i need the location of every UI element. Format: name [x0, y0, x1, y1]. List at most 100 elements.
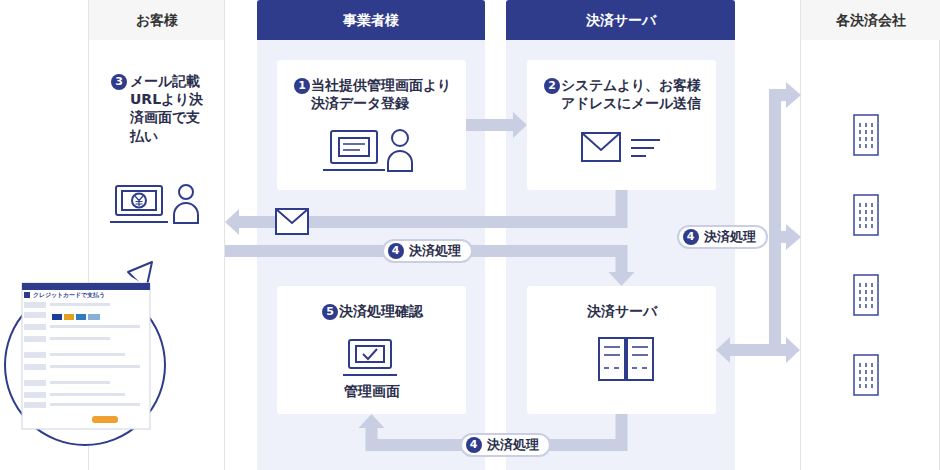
server-icon	[604, 347, 648, 355]
lane-header: 各決済会社	[801, 0, 940, 40]
server-icon	[604, 367, 647, 369]
connector-line	[466, 119, 514, 131]
lane-header: お客様	[89, 0, 224, 40]
building-window	[865, 210, 867, 214]
screenshot-callout	[22, 283, 150, 429]
server-box: 決済サーバ	[527, 286, 716, 414]
building-window	[871, 290, 873, 294]
monitor-person-icon	[339, 138, 369, 156]
envelope-icon	[276, 209, 308, 223]
form-label-row	[24, 302, 46, 308]
callout-number: 1	[294, 78, 310, 94]
customer-pc-icon	[116, 186, 162, 215]
building-window	[859, 144, 861, 148]
building-window	[859, 224, 861, 228]
step-text: 決済処理確認	[339, 302, 449, 320]
flow-connector	[225, 190, 622, 235]
form-field-row	[50, 365, 140, 368]
building-window	[865, 137, 867, 141]
form-field-row	[50, 381, 110, 384]
building-window	[865, 130, 867, 134]
lane-band: 当社提供管理画面より決済データ登録決済処理確認管理画面事業者様	[257, 0, 485, 470]
building-window	[859, 384, 861, 388]
monitor-person-icon	[331, 131, 377, 163]
monitor-person-icon	[392, 130, 408, 146]
connector-line	[238, 190, 622, 222]
arrow-head	[609, 272, 635, 286]
callout-number: 2	[544, 78, 560, 94]
building-window	[871, 224, 873, 228]
building-window	[871, 304, 873, 308]
form-field-row	[50, 393, 125, 396]
building-window	[871, 370, 873, 374]
building-window	[859, 283, 861, 287]
screenshot-callout	[24, 302, 140, 408]
screenshot-callout	[5, 262, 165, 445]
server-icon	[599, 338, 653, 380]
management-monitor-icon	[349, 340, 391, 368]
management-monitor-icon	[363, 349, 377, 359]
box-title: 決済サーバ	[527, 302, 716, 320]
building-window	[865, 217, 867, 221]
building-window	[865, 377, 867, 381]
arrow-head	[359, 414, 385, 428]
server-icon	[599, 338, 625, 380]
form-field-row	[50, 303, 110, 306]
form-field-row	[50, 403, 140, 406]
building-window	[859, 290, 861, 294]
building-window	[871, 137, 873, 141]
screenshot-callout	[5, 285, 165, 445]
building-window	[859, 137, 861, 141]
mail-icon	[582, 133, 660, 161]
form-label-row	[24, 402, 46, 408]
building-window	[865, 283, 867, 287]
lane-band: 各決済会社	[800, 0, 940, 470]
edge-label-pill: 4決済処理	[677, 225, 768, 249]
step-text: メール記載URLより決済画面で支払い	[130, 72, 208, 145]
monitor-person-icon	[323, 169, 385, 171]
branch-arrows	[775, 95, 786, 356]
screenshot-callout	[22, 283, 150, 290]
form-label-row	[24, 312, 46, 318]
form-label-row	[24, 324, 46, 330]
arrow-head	[225, 209, 239, 235]
arrow-head	[716, 337, 730, 363]
building-icons	[854, 275, 878, 315]
connector-line	[729, 344, 787, 356]
building-window	[865, 224, 867, 228]
building-window	[871, 377, 873, 381]
flow-connector	[716, 337, 800, 363]
building-window	[859, 370, 861, 374]
building-window	[859, 363, 861, 367]
screenshot-callout	[24, 292, 30, 298]
management-monitor-icon	[343, 340, 397, 375]
callout-number: 4	[466, 437, 482, 453]
step-text: システムより、お客様アドレスにメール送信	[561, 76, 711, 112]
screenshot-callout	[128, 262, 152, 290]
mail-icon	[582, 133, 620, 150]
building-window	[871, 203, 873, 207]
form-label-row	[24, 352, 46, 358]
building-window	[865, 304, 867, 308]
building-icons	[860, 123, 872, 388]
form-label-row	[24, 392, 46, 398]
building-window	[865, 297, 867, 301]
form-label-row	[24, 380, 46, 386]
customer-pc-icon	[122, 191, 156, 210]
server-icon	[627, 338, 653, 380]
screenshot-callout	[64, 314, 74, 320]
building-window	[859, 377, 861, 381]
branch-arrows	[775, 82, 801, 356]
envelope-icon	[276, 209, 308, 234]
building-window	[859, 130, 861, 134]
building-window	[871, 217, 873, 221]
customer-pc-icon	[135, 196, 143, 206]
screenshot-callout	[52, 314, 62, 320]
building-window	[859, 217, 861, 221]
customer-pc-icon	[179, 185, 193, 199]
building-window	[865, 370, 867, 374]
building-window	[871, 363, 873, 367]
edge-label: 決済処理	[487, 436, 539, 454]
